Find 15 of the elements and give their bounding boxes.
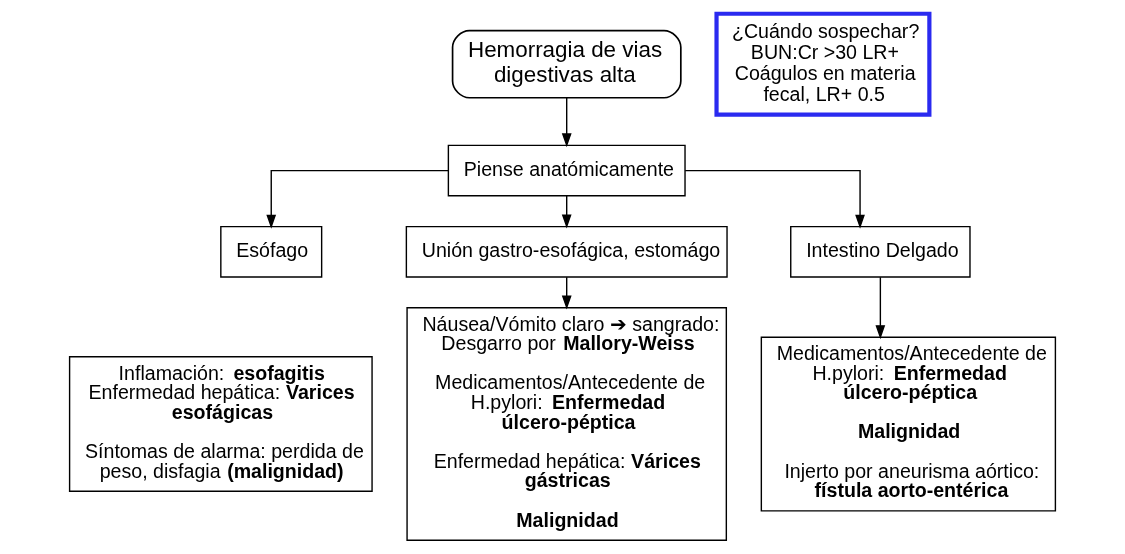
arrow <box>561 276 572 310</box>
node-box: ¿Cuándo sospechar? BUN:Cr >30 LR+ Coágulos en materia fecal, LR+ 0.5 <box>714 11 932 117</box>
node-box: Intestino Delgado <box>790 225 971 278</box>
arrow <box>684 169 865 229</box>
arrow <box>561 97 572 148</box>
node-box: Náusea/Vómito claro ➔ sangrado: Desgarro por Mallory-Weiss Medicamentos/Antecedente de H.pylori: Enfermedad úlcero-péptica Enfermedad hepática: Várices gástricas Malignidad <box>406 307 728 541</box>
node-box: Medicamentos/Antecedente de H.pylori: Enfermedad úlcero-péptica Malignidad Injerto por aneurisma aórtico: fístula aorto-entérica <box>760 336 1057 512</box>
node-box: Esófago <box>220 225 323 278</box>
arrow <box>266 169 449 229</box>
node-box: Inflamación: esofagitis Enfermedad hepática: Varices esofágicas Síntomas de alarma: perdida de peso, disfagia (malignidad) <box>68 356 373 492</box>
node-box: Hemorragia de vias digestivas alta <box>451 29 682 99</box>
arrow <box>561 195 572 229</box>
node-box: Piense anatómicamente <box>447 144 686 197</box>
arrow <box>875 276 886 340</box>
node-box: Unión gastro-esofágica, estomágo <box>405 225 728 278</box>
